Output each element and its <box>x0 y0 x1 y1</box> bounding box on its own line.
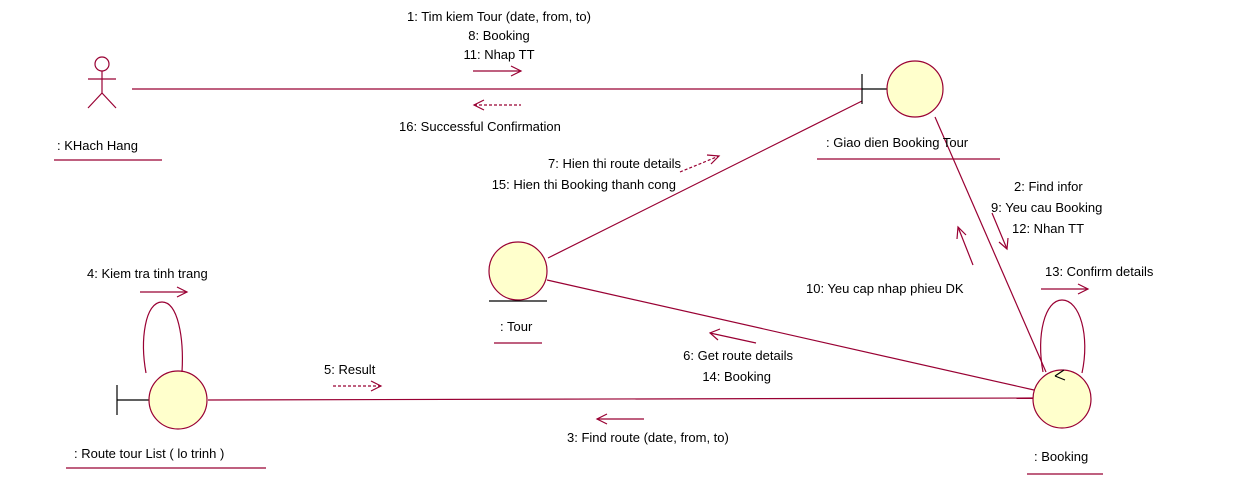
msg-1: 1: Tim kiem Tour (date, from, to) <box>407 9 591 24</box>
booking-label: : Booking <box>1034 449 1088 464</box>
arrow-m1-right <box>473 65 523 77</box>
arrow-m4-right <box>140 286 189 298</box>
boundary-circle-icon <box>148 370 208 430</box>
msg-9: 9: Yeu cau Booking <box>991 200 1102 215</box>
link-routelist-booking <box>207 397 1034 401</box>
arrow-m6-upleft <box>708 328 757 344</box>
arrow-m5-right <box>333 380 383 392</box>
msg-6: 6: Get route details <box>683 348 793 363</box>
boundary-circle-icon <box>886 60 944 118</box>
arrow-m10-up <box>956 225 974 266</box>
arrow-m7-upright <box>679 154 721 173</box>
tour-label: : Tour <box>500 319 533 334</box>
object-giao-dien-booking-tour[interactable]: : Giao dien Booking Tour <box>817 60 1000 160</box>
entity-circle-icon <box>488 241 548 301</box>
msg-12: 12: Nhan TT <box>1012 221 1084 236</box>
self-link-route-list <box>142 301 183 374</box>
link-tour-giaodien <box>547 100 863 259</box>
msg-3: 3: Find route (date, from, to) <box>567 430 729 445</box>
actor-head-icon <box>94 56 110 72</box>
link-tour-booking <box>546 279 1035 391</box>
khach-hang-label: : KHach Hang <box>57 138 138 153</box>
object-route-tour-list[interactable]: : Route tour List ( lo trinh ) <box>66 301 266 469</box>
giao-dien-label: : Giao dien Booking Tour <box>826 135 969 150</box>
object-tour[interactable]: : Tour <box>488 241 548 344</box>
msg-15: 15: Hien thi Booking thanh cong <box>492 177 676 192</box>
self-link-booking <box>1040 299 1086 374</box>
msg-8: 8: Booking <box>468 28 529 43</box>
msg-4: 4: Kiem tra tinh trang <box>87 266 208 281</box>
control-circle-icon <box>1032 369 1092 429</box>
arrow-m2-down <box>991 212 1009 251</box>
msg-7: 7: Hien thi route details <box>548 156 681 171</box>
msg-16: 16: Successful Confirmation <box>399 119 561 134</box>
link-giaodien-booking <box>934 116 1047 373</box>
actor-khach-hang[interactable]: : KHach Hang <box>54 56 162 161</box>
arrow-m3-left <box>595 413 644 425</box>
msg-10: 10: Yeu cap nhap phieu DK <box>806 281 964 296</box>
msg-14: 14: Booking <box>702 369 771 384</box>
control-arrow-icon <box>1054 369 1066 381</box>
msg-11: 11: Nhap TT <box>463 47 534 62</box>
msg-2: 2: Find infor <box>1014 179 1083 194</box>
msg-13: 13: Confirm details <box>1045 264 1154 279</box>
msg-5: 5: Result <box>324 362 376 377</box>
route-list-label: : Route tour List ( lo trinh ) <box>74 446 224 461</box>
object-booking[interactable]: : Booking <box>1027 299 1103 475</box>
arrow-m13-right <box>1041 283 1090 295</box>
arrow-m16-left <box>472 99 521 111</box>
